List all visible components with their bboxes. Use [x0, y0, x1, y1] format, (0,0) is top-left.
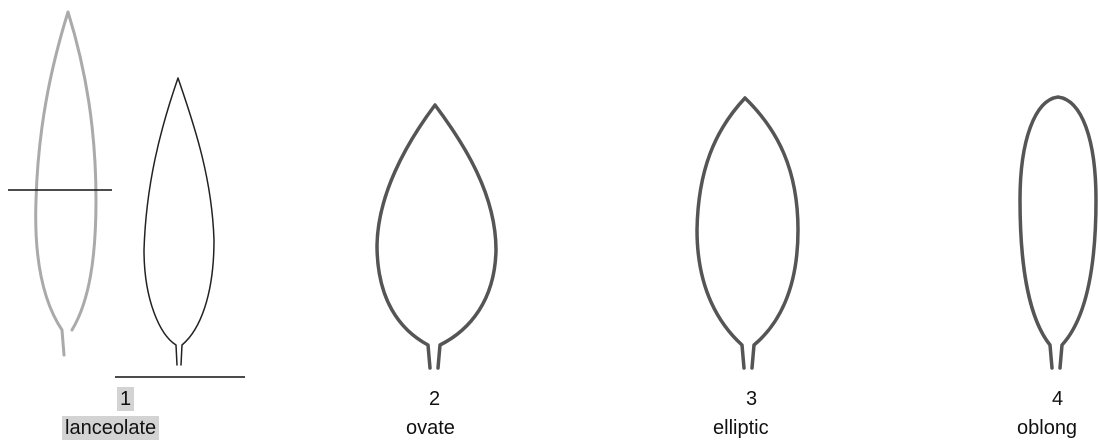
shape-number-3: 3 [746, 387, 757, 411]
shape-name-elliptic: elliptic [713, 416, 769, 440]
shape-name-oblong: oblong [1017, 416, 1077, 440]
shape-number-1: 1 [117, 387, 134, 411]
ovate-leaf [377, 105, 496, 368]
lanceolate-leaf-outline [144, 78, 214, 365]
lanceolate-thin-outline [144, 78, 214, 365]
elliptic-leaf [697, 98, 798, 368]
ovate-outline [377, 105, 496, 368]
shape-name-lanceolate: lanceolate [62, 416, 159, 440]
elliptic-outline [697, 98, 798, 368]
oblong-outline [1020, 97, 1096, 368]
shape-number-4: 4 [1052, 387, 1063, 411]
lanceolate-leaf-faint [36, 12, 96, 355]
shape-number-2: 2 [429, 387, 440, 411]
shape-name-ovate: ovate [406, 416, 455, 440]
oblong-leaf [1020, 97, 1096, 368]
lanceolate-faint-outline [36, 12, 96, 355]
